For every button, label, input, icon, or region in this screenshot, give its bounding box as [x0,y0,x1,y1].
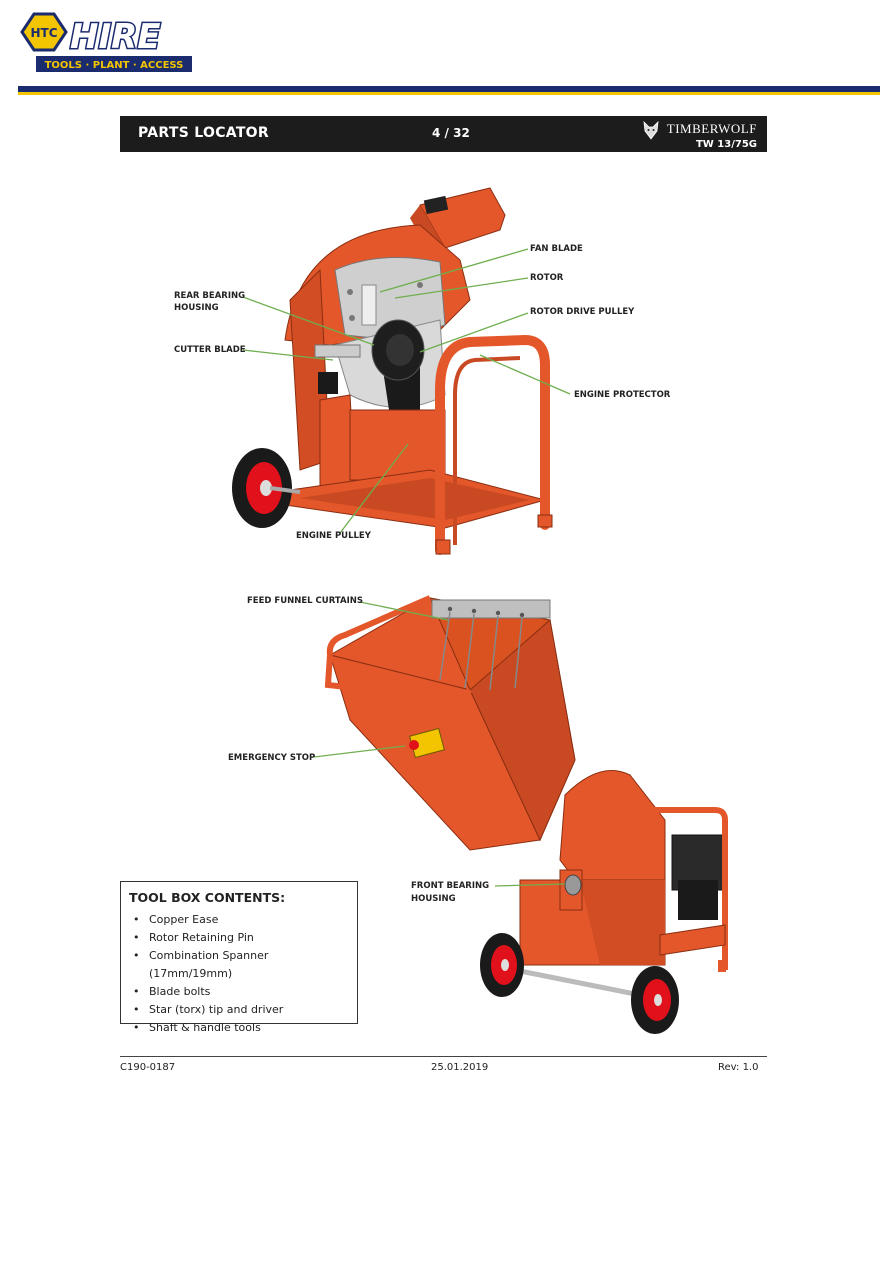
label-rotor-drive-pulley: ROTOR DRIVE PULLEY [530,307,635,317]
page-title: PARTS LOCATOR [138,125,269,141]
label-rear-bearing-line2: HOUSING [174,303,219,313]
label-engine-protector: ENGINE PROTECTOR [574,390,671,400]
list-item: Rotor Retaining Pin [129,929,349,947]
toolbox-list: Copper Ease Rotor Retaining Pin Combinat… [129,911,349,1037]
label-feed-funnel-curtains: FEED FUNNEL CURTAINS [247,596,363,606]
toolbox-contents: TOOL BOX CONTENTS: Copper Ease Rotor Ret… [120,881,358,1037]
parts-locator-banner: PARTS LOCATOR 4 / 32 TIMBERWOLF TW 13/75… [120,116,767,152]
toolbox-title: TOOL BOX CONTENTS: [129,890,286,905]
label-engine-pulley: ENGINE PULLEY [296,531,371,541]
list-item: Blade bolts [129,983,349,1001]
header-rule [18,86,880,95]
htc-hire-logo: HTC HIRE TOOLS · PLANT · ACCESS [20,12,192,72]
timberwolf-brand: TIMBERWOLF TW 13/75G [642,120,757,150]
doc-date: 25.01.2019 [431,1062,489,1073]
list-item: Shaft & handle tools [129,1019,349,1037]
model-number: TW 13/75G [695,139,757,150]
label-rear-bearing-line1: REAR BEARING [174,291,246,301]
svg-text:TOOLS · PLANT · ACCESS: TOOLS · PLANT · ACCESS [45,60,184,71]
label-fan-blade: FAN BLADE [530,244,583,254]
label-cutter-blade: CUTTER BLADE [174,345,246,355]
label-rotor: ROTOR [530,273,564,283]
list-item: Star (torx) tip and driver [129,1001,349,1019]
footer-rule [120,1056,767,1057]
doc-number: C190-0187 [120,1062,176,1073]
label-emergency-stop: EMERGENCY STOP [228,753,316,763]
list-item: Copper Ease [129,911,349,929]
svg-text:HIRE: HIRE [70,17,161,57]
brand-name: TIMBERWOLF [666,120,757,136]
label-front-bearing-line1: FRONT BEARING [411,881,490,891]
list-item: Combination Spanner (17mm/19mm) [129,947,349,983]
svg-text:HTC: HTC [30,26,57,40]
page-number: 4 / 32 [432,126,470,140]
label-front-bearing-line2: HOUSING [411,894,456,904]
wolf-head-icon [642,120,659,140]
revision: Rev: 1.0 [718,1062,759,1073]
